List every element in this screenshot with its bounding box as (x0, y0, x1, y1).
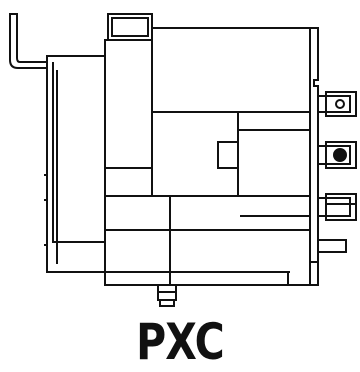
relay-side-view-drawing (9, 13, 357, 307)
main-housing (46, 55, 106, 273)
lower-tab (318, 239, 347, 253)
middle-right-block (237, 111, 311, 197)
upper-right-block (151, 27, 311, 113)
base-foot (287, 261, 319, 286)
upper-left-block (104, 39, 153, 169)
middle-center-block (151, 111, 239, 197)
terminal-top (317, 91, 357, 117)
model-label: PXC (136, 313, 225, 371)
terminal-middle (317, 141, 357, 169)
base-block (104, 229, 311, 286)
terminal-bottom (317, 193, 357, 221)
middle-left-block (104, 167, 153, 197)
lower-left-block (104, 195, 171, 231)
lower-center-block (169, 195, 311, 231)
right-profile (310, 27, 319, 262)
mounting-bracket (9, 13, 48, 69)
housing-inner-outline (52, 62, 105, 243)
top-cap-inner (111, 17, 149, 37)
